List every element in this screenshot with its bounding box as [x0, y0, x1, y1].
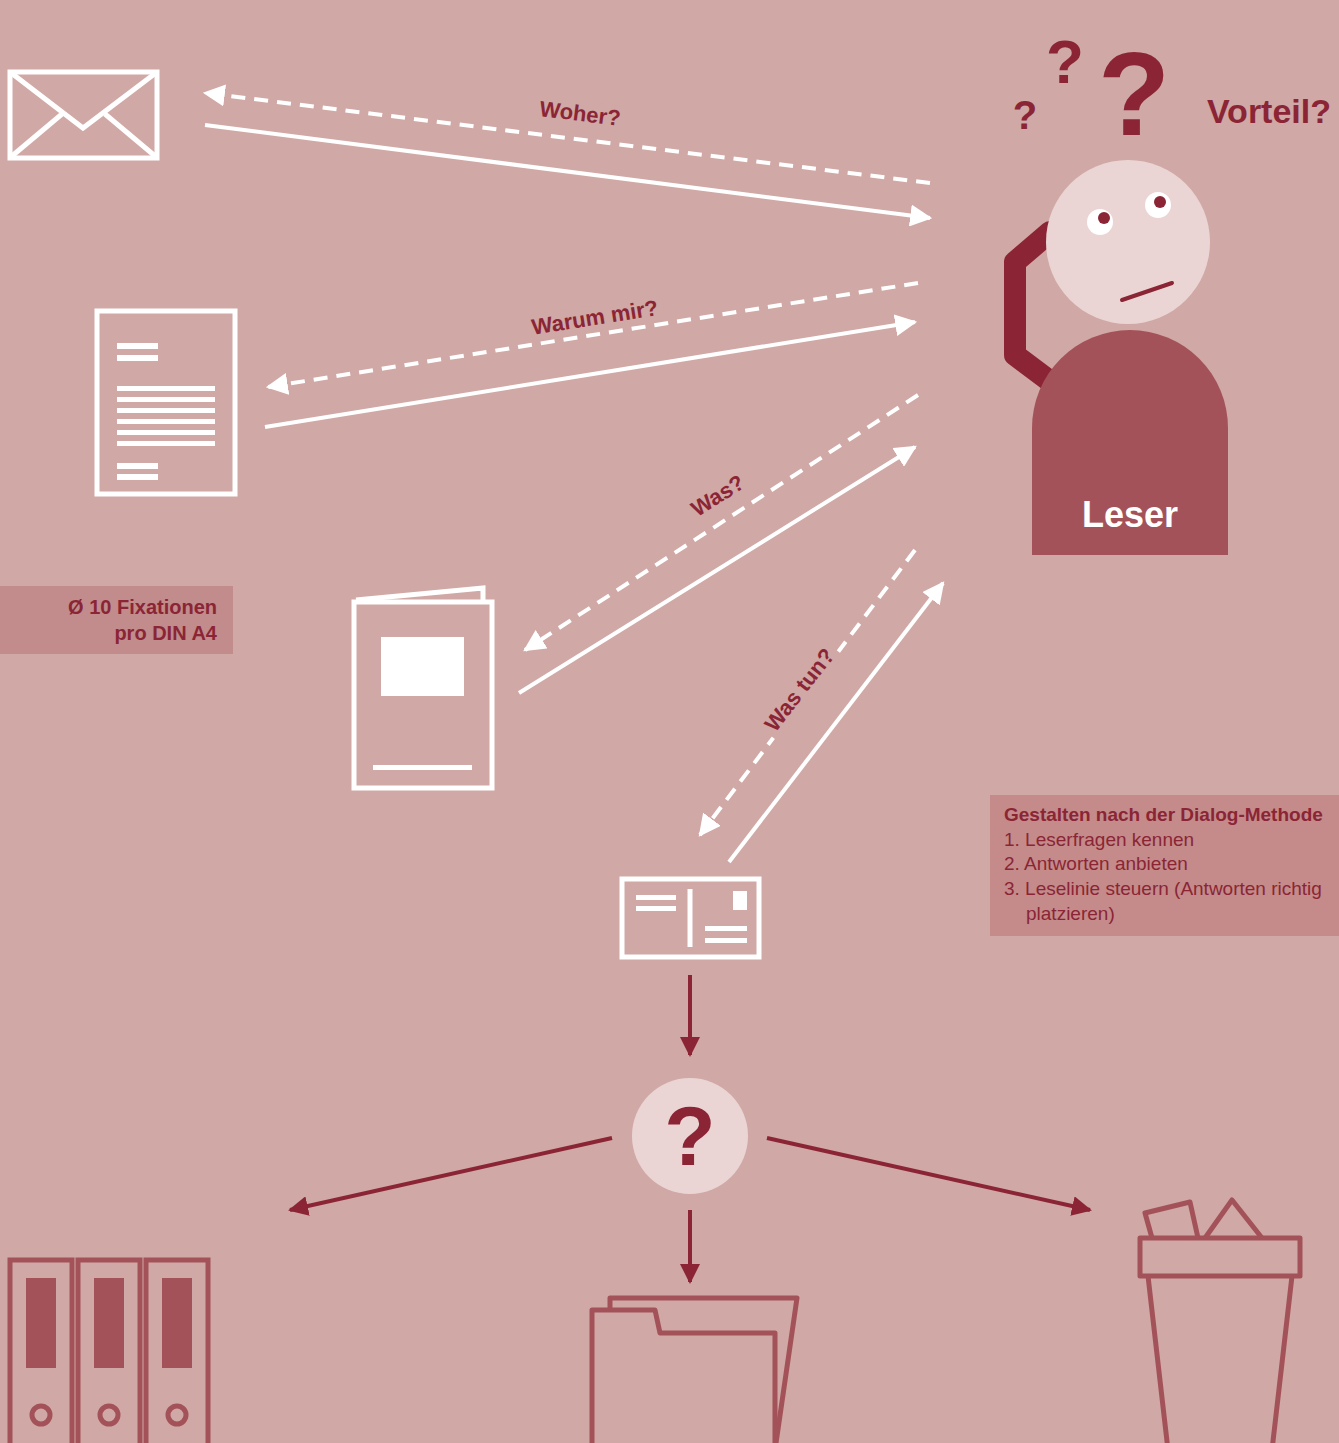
question-mark: ?: [1046, 28, 1084, 96]
node-text: ?: [664, 1094, 715, 1178]
method-panel: Gestalten nach der Dialog-Methode1. Lese…: [990, 795, 1339, 936]
edge-label: Was tun?: [756, 639, 843, 740]
edge-label: Woher?: [533, 95, 627, 132]
decision-arrows: [290, 975, 1090, 1282]
brochure-icon: [354, 602, 492, 788]
list-item: 2. Antworten anbieten: [1004, 852, 1329, 877]
question-mark: ?: [1098, 30, 1170, 160]
envelope-icon: [10, 72, 157, 158]
media-icons: [10, 72, 759, 957]
node-text: Leser: [1032, 492, 1228, 539]
list-item: 3. Leselinie steuern (Antworten richtig …: [1004, 877, 1329, 926]
info-box: Ø 10 Fixationen pro DIN A4: [0, 586, 233, 654]
trash-icon: [1140, 1200, 1300, 1443]
dialog-arrows: [205, 93, 943, 862]
decision-circle: ?: [632, 1078, 748, 1194]
reply-card-icon: [622, 879, 759, 957]
question-mark: ?: [1013, 93, 1037, 137]
panel-heading: Gestalten nach der Dialog-Methode: [1004, 803, 1329, 828]
list-item: 1. Leserfragen kennen: [1004, 828, 1329, 853]
reader-body: Leser: [1032, 330, 1228, 555]
edge-label: Was?: [682, 467, 753, 525]
letter-icon: [97, 311, 235, 494]
node-text: Ø 10 Fixationen pro DIN A4: [42, 594, 217, 646]
benefit-question: Vorteil?: [1207, 93, 1331, 130]
binders-icon: [10, 1260, 208, 1443]
folder-icon: [592, 1298, 797, 1443]
